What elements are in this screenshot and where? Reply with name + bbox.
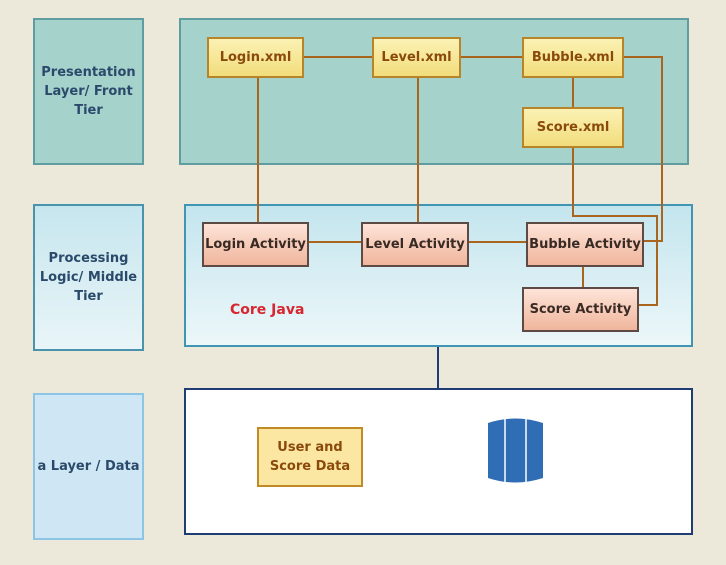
score-xml-box: Score.xml (522, 107, 624, 148)
score-activity-label: Score Activity (529, 302, 632, 317)
data-tier-text: a Layer / Data (37, 459, 140, 474)
user-score-data-label: User and Score Data (269, 440, 351, 474)
score-activity-box: Score Activity (522, 287, 639, 332)
core-java-label: Core Java (230, 302, 305, 318)
processing-tier-text: Processing Logic/ Middle Tier (39, 251, 138, 304)
login-xml-box: Login.xml (207, 37, 304, 78)
presentation-tier-label: Presentation Layer/ Front Tier (33, 18, 144, 165)
login-activity-box: Login Activity (202, 222, 309, 267)
bubble-activity-box: Bubble Activity (526, 222, 644, 267)
level-activity-box: Level Activity (361, 222, 469, 267)
bubble-xml-label: Bubble.xml (531, 50, 615, 65)
processing-tier-label: Processing Logic/ Middle Tier (33, 204, 144, 351)
user-score-data-box: User and Score Data (257, 427, 363, 487)
level-xml-label: Level.xml (381, 50, 452, 65)
level-xml-box: Level.xml (372, 37, 461, 78)
score-xml-label: Score.xml (536, 120, 610, 135)
bubble-activity-label: Bubble Activity (529, 237, 641, 252)
login-activity-label: Login Activity (205, 237, 306, 252)
login-xml-label: Login.xml (219, 50, 292, 65)
database-cylinder-icon (488, 418, 543, 483)
level-activity-label: Level Activity (365, 237, 465, 252)
bubble-xml-box: Bubble.xml (522, 37, 624, 78)
connector-score-xml-activity (572, 148, 658, 306)
data-tier-label: a Layer / Data (33, 393, 144, 540)
connector-bubble-xml-activity (623, 56, 663, 242)
presentation-tier-text: Presentation Layer/ Front Tier (41, 65, 136, 118)
